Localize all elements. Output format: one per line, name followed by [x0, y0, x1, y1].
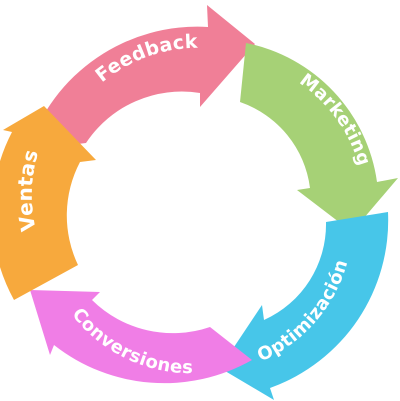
- conversiones-arrow: Conversiones: [30, 290, 252, 384]
- feedback-arrow-shape: [28, 5, 255, 150]
- marketing-arrow-shape: [240, 43, 398, 232]
- optimizacion-arrow-shape: [220, 212, 389, 400]
- ventas-arrow: Ventas: [0, 106, 96, 300]
- conversiones-arrow-shape: [30, 290, 252, 384]
- optimizacion-arrow: Optimización: [220, 212, 389, 400]
- marketing-arrow: Marketing: [240, 43, 398, 232]
- ventas-arrow-shape: [0, 106, 96, 300]
